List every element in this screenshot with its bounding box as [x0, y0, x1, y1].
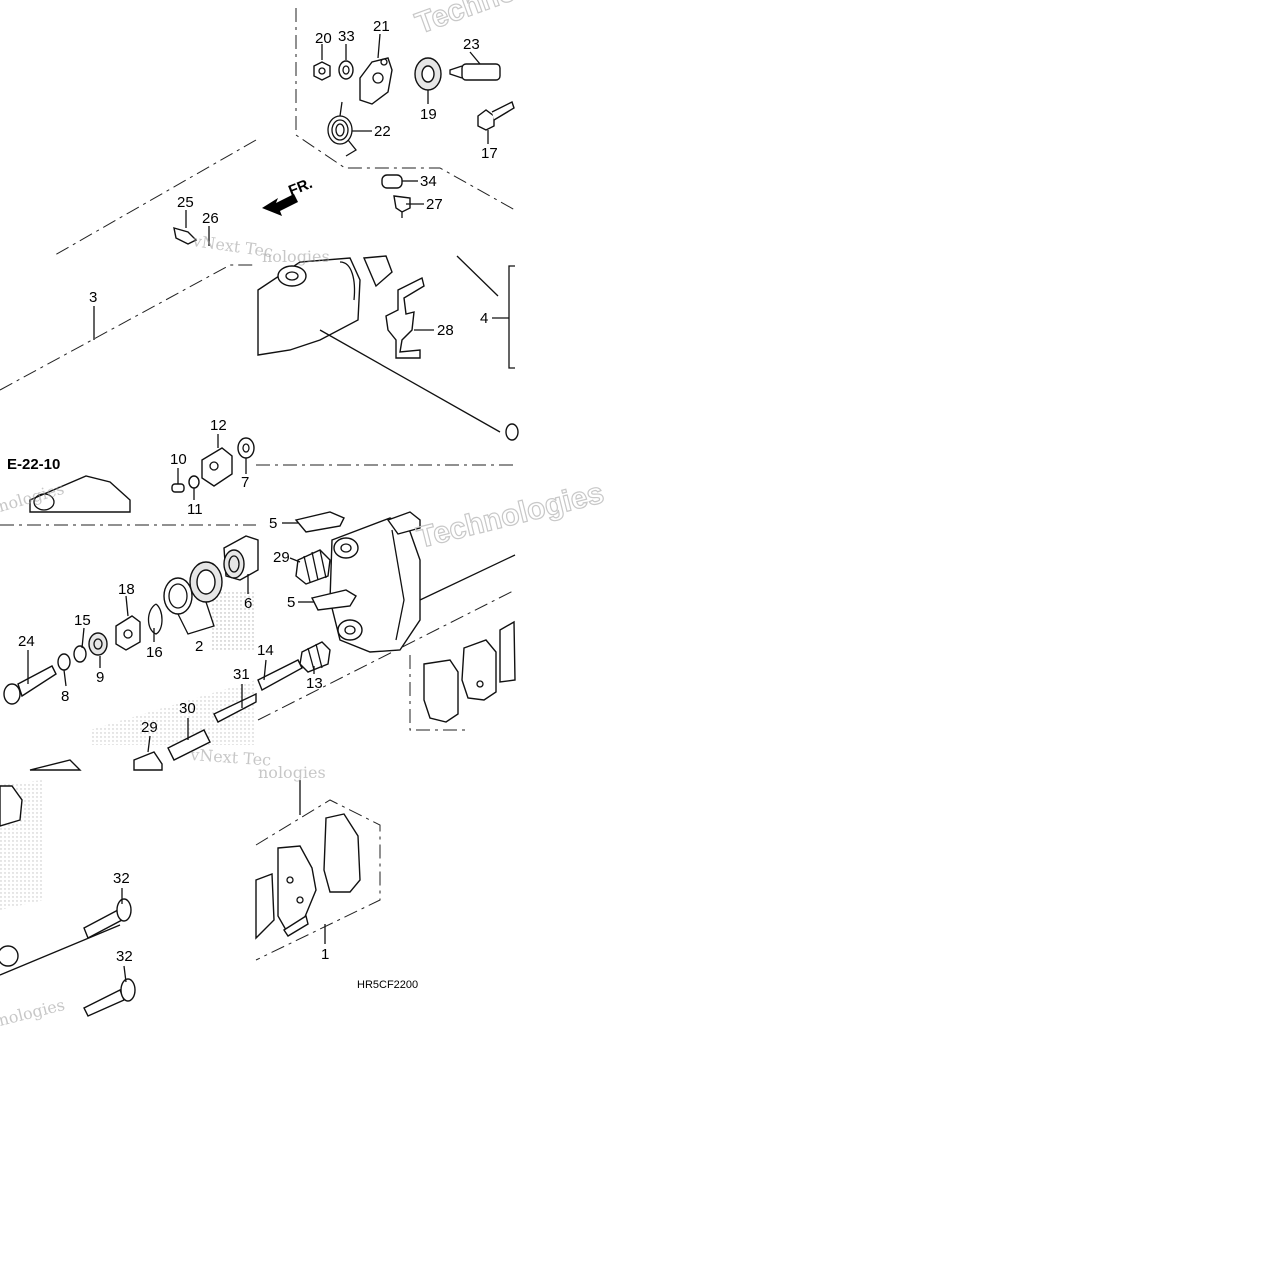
- callout-25: 25: [177, 194, 194, 211]
- callout-21: 21: [373, 18, 390, 35]
- callout-13: 13: [306, 675, 323, 692]
- clip-5-upper: [294, 511, 345, 533]
- callout-29b: 29: [141, 719, 158, 736]
- boot-29-upper: [295, 549, 331, 585]
- pin-10: [171, 483, 185, 493]
- callout-10: 10: [170, 451, 187, 468]
- callout-16: 16: [146, 644, 163, 661]
- clip-11: [188, 475, 200, 489]
- watermark-text: Technologies: [411, 0, 602, 41]
- housing-fragment: [29, 475, 131, 513]
- pin-14: [257, 659, 303, 691]
- spring-9: [88, 632, 108, 656]
- pad-spring-28: [385, 276, 425, 359]
- watermark-text: nologies: [258, 763, 326, 782]
- boot-rim: [386, 511, 421, 535]
- callout-26: 26: [202, 210, 219, 227]
- drawing-code: HR5CF2200: [357, 979, 418, 991]
- callout-29a: 29: [273, 549, 290, 566]
- caliper-bracket: [329, 517, 516, 653]
- callout-11: 11: [187, 501, 203, 518]
- callout-8: 8: [61, 688, 69, 705]
- caliper-housing: [257, 255, 501, 433]
- frame-top-assembly: [0, 8, 516, 391]
- callout-27: 27: [426, 196, 443, 213]
- callout-4: 4: [480, 310, 488, 327]
- callout-33: 33: [338, 28, 355, 45]
- frame-middle: [0, 464, 516, 961]
- piston-12: [201, 447, 233, 487]
- snap-ring-16: [147, 603, 163, 635]
- nut-20: [313, 61, 331, 81]
- bracket-4: [508, 265, 515, 369]
- reference-label: E-22-10: [7, 456, 60, 473]
- callout-3: 3: [89, 289, 97, 306]
- watermark-text: nologies: [262, 247, 330, 266]
- adjuster-18: [115, 615, 141, 651]
- callout-34: 34: [420, 173, 437, 190]
- watermark-text: nologies: [0, 995, 67, 1030]
- callout-1: 1: [321, 946, 329, 963]
- callout-14: 14: [257, 642, 274, 659]
- housing-edge-bottom: [0, 924, 121, 976]
- piston-6: [223, 535, 259, 581]
- brake-pad-right: [423, 620, 516, 723]
- callout-7: 7: [241, 474, 249, 491]
- leader-lines: [27, 33, 509, 983]
- callout-5a: 5: [269, 515, 277, 532]
- bolt-32-lower: [83, 978, 136, 1017]
- callout-20: 20: [315, 30, 332, 47]
- front-direction-arrow: FR.: [262, 175, 315, 216]
- callout-22: 22: [374, 123, 391, 140]
- bolt-24: [3, 665, 57, 705]
- callout-32b: 32: [116, 948, 133, 965]
- washer-edge: [505, 423, 519, 441]
- callout-31: 31: [233, 666, 250, 683]
- seal-2: [163, 561, 223, 615]
- clip-5-lower: [310, 589, 357, 611]
- seal-19: [414, 57, 442, 91]
- bleeder-27: [393, 195, 411, 218]
- bolt-17: [477, 101, 515, 131]
- bolt-32-upper: [83, 898, 132, 939]
- boot-29-lower: [133, 751, 163, 771]
- callout-12: 12: [210, 417, 227, 434]
- washer-15: [73, 645, 87, 663]
- washer-33: [338, 60, 354, 80]
- watermark-text: Technologies: [414, 477, 607, 555]
- callout-23: 23: [463, 36, 480, 53]
- dotted-hatch: [210, 590, 256, 650]
- callout-15: 15: [74, 612, 91, 629]
- dotted-hatch: [90, 680, 256, 745]
- boot-13: [299, 641, 331, 673]
- callout-numbers: 20 33 21 23 19 22 17 34 27 25 26 3 28 4 …: [18, 18, 498, 965]
- sleeve-30: [167, 729, 211, 761]
- housing-lower-left: [0, 759, 82, 827]
- callout-2: 2: [195, 638, 203, 655]
- washer-7: [237, 437, 255, 459]
- spring-22: [327, 101, 357, 157]
- callout-19: 19: [420, 106, 437, 123]
- callout-17: 17: [481, 145, 498, 162]
- callout-6: 6: [244, 595, 252, 612]
- callout-32a: 32: [113, 870, 130, 887]
- bleeder-25: [173, 227, 198, 245]
- callout-9: 9: [96, 669, 104, 686]
- lever-21: [359, 57, 393, 105]
- cap-34: [381, 174, 403, 189]
- direction-label: FR.: [286, 175, 315, 200]
- washer-8: [57, 653, 71, 671]
- callout-5b: 5: [287, 594, 295, 611]
- brake-pad-set-1: [255, 813, 361, 940]
- callout-30: 30: [179, 700, 196, 717]
- callout-24: 24: [18, 633, 35, 650]
- pin-23: [449, 63, 501, 81]
- callout-18: 18: [118, 581, 135, 598]
- callout-28: 28: [437, 322, 454, 339]
